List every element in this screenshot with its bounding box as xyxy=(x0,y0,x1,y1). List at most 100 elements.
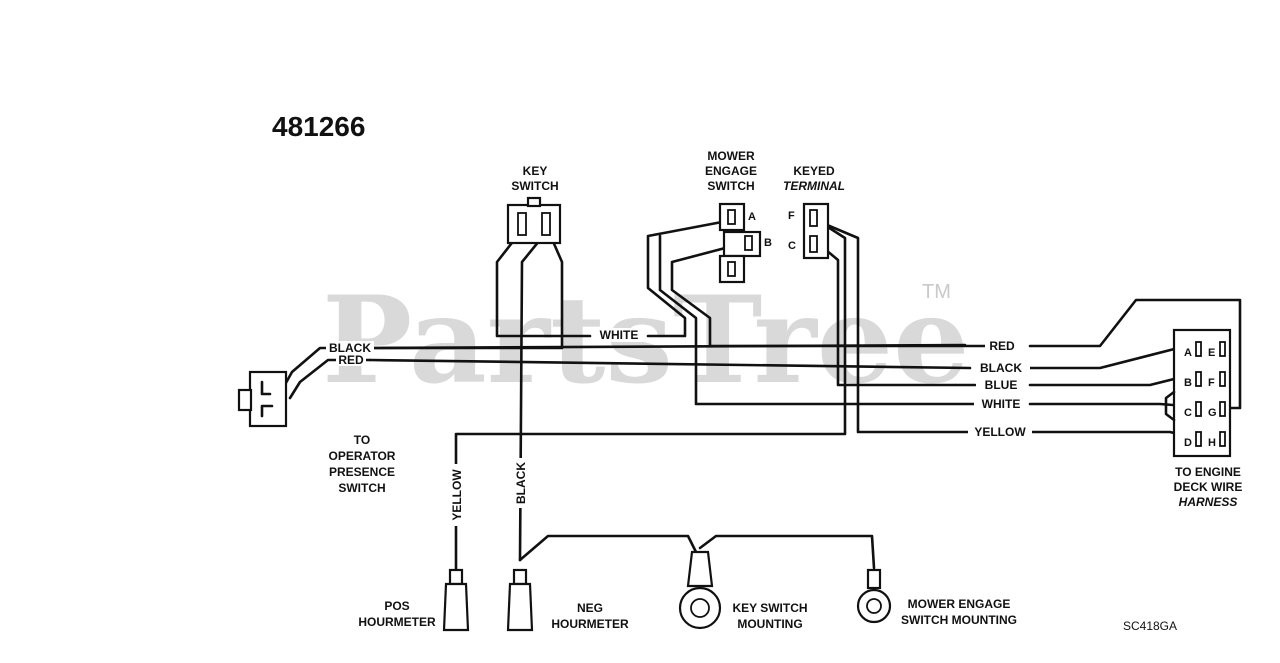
operator-label-4: SWITCH xyxy=(338,481,385,495)
key-ring-label-1: KEY SWITCH xyxy=(732,601,807,615)
pos-hourmeter-terminal: POS HOURMETER xyxy=(358,568,470,632)
keyed-pin-f-label: F xyxy=(788,210,795,222)
wire-red-main xyxy=(368,358,972,370)
harness-slot-h xyxy=(1219,431,1226,447)
harness-pin-d: D xyxy=(1184,437,1192,449)
label-bg-black-left xyxy=(326,341,374,354)
trademark: TM xyxy=(922,281,951,303)
key-ring-label-2: MOUNTING xyxy=(737,617,802,631)
keyed-pin-c xyxy=(809,235,818,253)
mower-ring-label-2: SWITCH MOUNTING xyxy=(901,613,1017,627)
keyed-terminal-label-1: KEYED xyxy=(793,164,835,178)
pos-terminal-neck xyxy=(448,568,464,586)
label-bg-white-top xyxy=(592,328,646,342)
wire-label-yellow: YELLOW xyxy=(974,425,1026,439)
figure-code: SC418GA xyxy=(1123,619,1177,633)
pos-terminal-body xyxy=(442,582,470,632)
harness-pin-h: H xyxy=(1208,437,1216,449)
neg-hourmeter-terminal: NEG HOURMETER xyxy=(506,568,629,632)
engine-deck-label-3: HARNESS xyxy=(1179,495,1238,509)
mower-engage-switch: A B MOWER ENGAGE SWITCH xyxy=(705,149,772,284)
wire-ground-mower xyxy=(698,534,876,570)
wire-red-to-g xyxy=(1028,298,1242,410)
mower-switch-label-2: ENGAGE xyxy=(705,164,757,178)
mower-engage-ring-terminal: MOWER ENGAGE SWITCH MOUNTING xyxy=(856,568,1017,627)
keyed-terminal: F C KEYED TERMINAL xyxy=(783,164,845,260)
operator-label-1: TO xyxy=(354,433,370,447)
key-switch-label-1: KEY xyxy=(523,164,548,178)
operator-connector-pins xyxy=(260,380,274,418)
wire-label-white-top: WHITE xyxy=(600,328,639,342)
label-bg-yellow xyxy=(968,425,1032,439)
harness-connector-latch xyxy=(1164,390,1176,422)
mower-ring-crimp xyxy=(866,568,882,590)
wire-label-yellow-vertical: YELLOW xyxy=(450,469,464,521)
harness-pin-e: E xyxy=(1208,347,1215,359)
neg-hourmeter-label-2: HOURMETER xyxy=(551,617,629,631)
label-bg-white xyxy=(974,397,1028,411)
keyed-pin-c-label: C xyxy=(788,240,796,252)
neg-terminal-body xyxy=(506,582,534,632)
mower-ring-hole xyxy=(866,598,882,614)
label-bg-red xyxy=(985,339,1021,353)
label-bg-black-vertical xyxy=(512,458,528,508)
harness-slot-c xyxy=(1195,401,1202,417)
harness-slot-f xyxy=(1219,371,1226,387)
pos-hourmeter-label-1: POS xyxy=(384,599,409,613)
wire-label-red: RED xyxy=(989,339,1015,353)
neg-terminal-neck xyxy=(512,568,528,586)
key-ring-crimp xyxy=(686,550,714,588)
mower-pin-c xyxy=(727,261,736,277)
harness-pin-c: C xyxy=(1184,407,1192,419)
wire-label-blue: BLUE xyxy=(985,378,1018,392)
wire-yellow-to-d xyxy=(1028,430,1188,438)
harness-slot-g xyxy=(1219,401,1226,417)
operator-label-3: PRESENCE xyxy=(329,465,395,479)
label-bg-blue xyxy=(976,378,1026,392)
label-bg-yellow-vertical xyxy=(448,464,464,526)
engine-deck-connector: A B C D E F G H TO ENGINE DECK WIRE HARN… xyxy=(1164,328,1243,509)
key-ring-hole xyxy=(690,598,710,618)
key-switch-ring-terminal: KEY SWITCH MOUNTING xyxy=(678,550,808,631)
engine-deck-label-2: DECK WIRE xyxy=(1174,480,1243,494)
key-switch-label-2: SWITCH xyxy=(511,179,558,193)
key-switch-pin-2 xyxy=(541,212,551,236)
mower-pin-b-label: B xyxy=(764,237,772,249)
wire-black-to-a xyxy=(1028,344,1188,370)
wire-label-black-left: BLACK xyxy=(329,341,371,355)
key-switch-body xyxy=(506,203,562,245)
key-switch-pin-1 xyxy=(517,212,527,236)
pos-hourmeter-label-2: HOURMETER xyxy=(358,615,436,629)
wire-label-black-vertical: BLACK xyxy=(514,462,528,504)
mower-switch-label-3: SWITCH xyxy=(707,179,754,193)
wire-label-white: WHITE xyxy=(982,397,1021,411)
harness-pin-a: A xyxy=(1184,347,1192,359)
harness-slot-e xyxy=(1219,341,1226,357)
label-bg-black xyxy=(972,361,1030,375)
keyed-pin-f xyxy=(809,209,818,227)
engine-deck-label-1: TO ENGINE xyxy=(1175,465,1241,479)
keyed-terminal-label-2: TERMINAL xyxy=(783,179,845,193)
wire-black-main xyxy=(368,343,967,350)
wire-white-harness xyxy=(658,234,977,406)
wire-white-to-c xyxy=(1028,402,1188,408)
wire-yellow-harness xyxy=(818,220,972,434)
operator-connector-body xyxy=(248,370,288,428)
wire-white-mower xyxy=(646,220,724,338)
wire-label-red-left: RED xyxy=(338,353,364,367)
harness-pin-f: F xyxy=(1208,377,1215,389)
wire-ground-bus xyxy=(518,534,702,562)
wire-blue-to-b xyxy=(1028,374,1188,387)
mower-pin-a-label: A xyxy=(748,211,756,223)
mower-switch-label-1: MOWER xyxy=(707,149,755,163)
mower-switch-mid xyxy=(722,230,762,258)
wire-labels: WHITE BLACK RED RED BLACK BLUE WHITE YEL… xyxy=(326,328,1032,526)
harness-slot-d xyxy=(1195,431,1202,447)
mower-pin-a xyxy=(727,209,736,225)
label-bg-red-left xyxy=(336,353,366,366)
key-switch-tab xyxy=(526,196,542,208)
harness-pin-b: B xyxy=(1184,377,1192,389)
harness-slot-a xyxy=(1195,341,1202,357)
mower-pin-b xyxy=(744,235,753,251)
